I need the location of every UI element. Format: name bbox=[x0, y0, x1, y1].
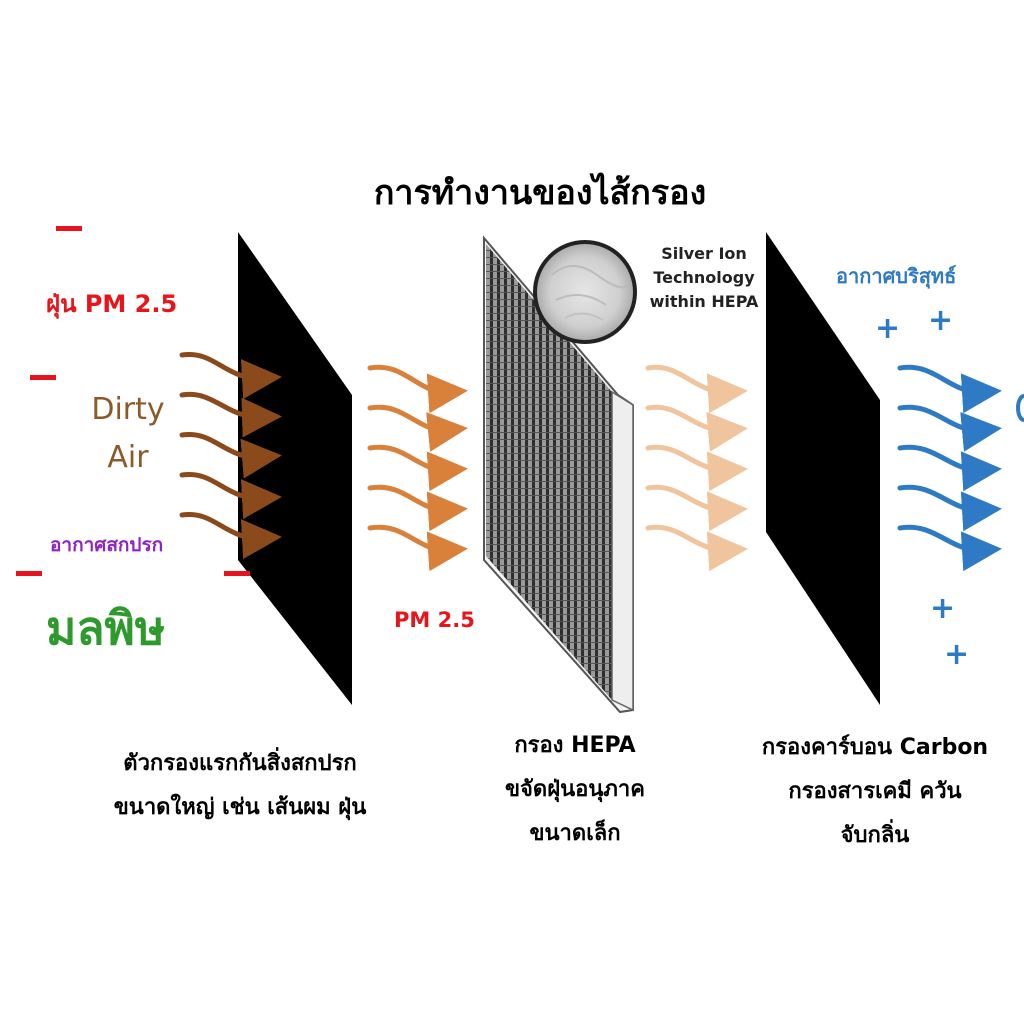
mid-air-arrows bbox=[367, 364, 468, 572]
minus-sign bbox=[30, 375, 56, 380]
dirty-air-arrows bbox=[179, 351, 282, 560]
hepa-line3: ขนาดเล็ก bbox=[529, 821, 621, 846]
hepa-line1: กรอง HEPA bbox=[514, 733, 636, 758]
clean-air-ion-mark bbox=[1016, 394, 1024, 422]
clean-air-arrows bbox=[897, 364, 1002, 572]
pm25-dust-label: ฝุ่น PM 2.5 bbox=[46, 290, 178, 318]
silver-ion-magnifier bbox=[533, 240, 637, 344]
pm25-label: PM 2.5 bbox=[394, 608, 475, 632]
pre-filter-line2: ขนาดใหญ่ เช่น เส้นผม ฝุ่น bbox=[113, 795, 367, 820]
hepa-filter bbox=[483, 235, 634, 714]
plus-sign: + bbox=[930, 591, 956, 626]
filtered-air-arrows bbox=[645, 364, 748, 572]
dirty-air-label: Dirty Air bbox=[68, 386, 188, 482]
plus-sign: + bbox=[944, 637, 970, 672]
silver-line2: Technology bbox=[653, 268, 755, 287]
carbon-filter-panel bbox=[766, 232, 880, 705]
silver-line3: within HEPA bbox=[649, 292, 759, 311]
hepa-caption: กรอง HEPA ขจัดฝุ่นอนุภาค ขนาดเล็ก bbox=[470, 724, 680, 856]
carbon-line3: จับกลิ่น bbox=[840, 823, 910, 848]
dirty-air-line1: Dirty bbox=[91, 392, 165, 427]
minus-sign bbox=[16, 571, 42, 576]
carbon-caption: กรองคาร์บอน Carbon กรองสารเคมี ควัน จับก… bbox=[738, 726, 1012, 858]
plus-sign: + bbox=[875, 311, 901, 346]
pollution-label: มลพิษ bbox=[46, 601, 166, 655]
dirty-air-thai-label: อากาศสกปรก bbox=[50, 534, 164, 556]
silver-ion-label: Silver Ion Technology within HEPA bbox=[642, 242, 766, 314]
carbon-line2: กรองสารเคมี ควัน bbox=[788, 779, 962, 804]
dirty-air-line2: Air bbox=[107, 440, 149, 475]
clean-air-label: อากาศบริสุทธ์ bbox=[836, 264, 957, 288]
pre-filter-line1: ตัวกรองแรกกันสิ่งสกปรก bbox=[123, 751, 357, 776]
minus-sign bbox=[224, 571, 250, 576]
silver-line1: Silver Ion bbox=[661, 244, 747, 263]
minus-sign bbox=[56, 226, 82, 231]
pre-filter-caption: ตัวกรองแรกกันสิ่งสกปรก ขนาดใหญ่ เช่น เส้… bbox=[60, 742, 420, 830]
hepa-line2: ขจัดฝุ่นอนุภาค bbox=[505, 777, 645, 802]
plus-sign: + bbox=[928, 303, 954, 338]
pre-filter-panel bbox=[238, 232, 352, 705]
carbon-line1: กรองคาร์บอน Carbon bbox=[761, 735, 989, 760]
page-title: การทำงานของไส้กรอง bbox=[373, 173, 707, 213]
